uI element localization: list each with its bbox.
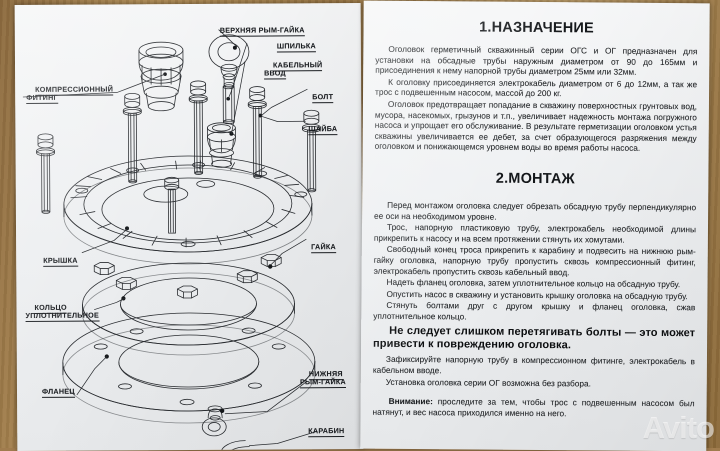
flange-part <box>62 312 316 424</box>
label-cable-entry: КАБЕЛЬНЫЙ ВВОД <box>264 59 323 80</box>
label-washer: ШАЙБА <box>308 123 338 135</box>
carabiner-part <box>220 440 250 451</box>
nut-set <box>93 254 282 299</box>
section-2-heading: 2.МОНТАЖ <box>495 170 575 188</box>
label-cap: КРЫШКА <box>43 255 78 267</box>
label-sealing-ring: КОЛЬЦО УПЛОТНИТЕЛЬНОЕ <box>25 302 100 323</box>
s2-paragraph-3: Свободный конец троса прикрепить к караб… <box>373 244 696 277</box>
s1-paragraph-2: К оголовку присоединяется электрокабель … <box>375 76 698 99</box>
right-page-text: 1.НАЗНАЧЕНИЕ Оголовок герметичный скважи… <box>360 0 710 451</box>
sealing-ring-part <box>82 262 295 356</box>
left-page-diagram: КОМПРЕССИОННЫЙ ФИТИНГ ВЕРХНЯЯ РЫМ-ГАЙКА … <box>14 2 364 451</box>
label-lower-eye-nut: НИЖНЯЯ РЫМ-ГАЙКА <box>299 368 347 389</box>
label-flange: ФЛАНЕЦ <box>41 386 75 398</box>
section-1-heading: 1.НАЗНАЧЕНИЕ <box>479 19 595 37</box>
attention-label: Внимание: <box>388 396 433 407</box>
s2-warning-bold: Не следует слишком перетягивать болты — … <box>373 325 696 352</box>
lower-eye-nut-part <box>201 405 227 437</box>
label-compression-fitting: КОМПРЕССИОННЫЙ ФИТИНГ <box>26 84 114 105</box>
compression-fitting-part <box>138 41 184 112</box>
upper-eye-nut-part <box>208 34 250 88</box>
s2-paragraph-8: Установка оголовка серии ОГ возможна без… <box>385 376 591 389</box>
cable-entry-part <box>206 122 236 168</box>
leader-lines <box>22 29 318 447</box>
cap-part <box>63 155 313 265</box>
label-bolt: БОЛТ <box>312 91 334 103</box>
s2-paragraph-2: Трос, напорную пластиковую трубу, электр… <box>373 221 697 245</box>
label-nut: ГАЙКА <box>311 241 336 253</box>
bolt-set <box>36 80 321 234</box>
s2-paragraph-1: Перед монтажом оголовка следует обрезать… <box>374 199 697 222</box>
label-carabiner: КАРАБИН <box>308 425 345 437</box>
exploded-assembly-drawing <box>22 29 321 451</box>
s2-attention-paragraph: Внимание: проследите за тем, чтобы трос … <box>372 396 694 420</box>
stud-part <box>222 84 235 125</box>
s2-paragraph-7: Зафиксируйте напорную трубу в компрессио… <box>372 354 695 376</box>
s2-paragraph-6: Стянуть болтами друг с другом крышку и ф… <box>373 300 696 322</box>
s1-paragraph-1: Оголовок герметичный скважинный серии ОГ… <box>375 43 698 77</box>
s1-paragraph-3: Оголовок предотвращает попадание в скваж… <box>374 98 697 154</box>
